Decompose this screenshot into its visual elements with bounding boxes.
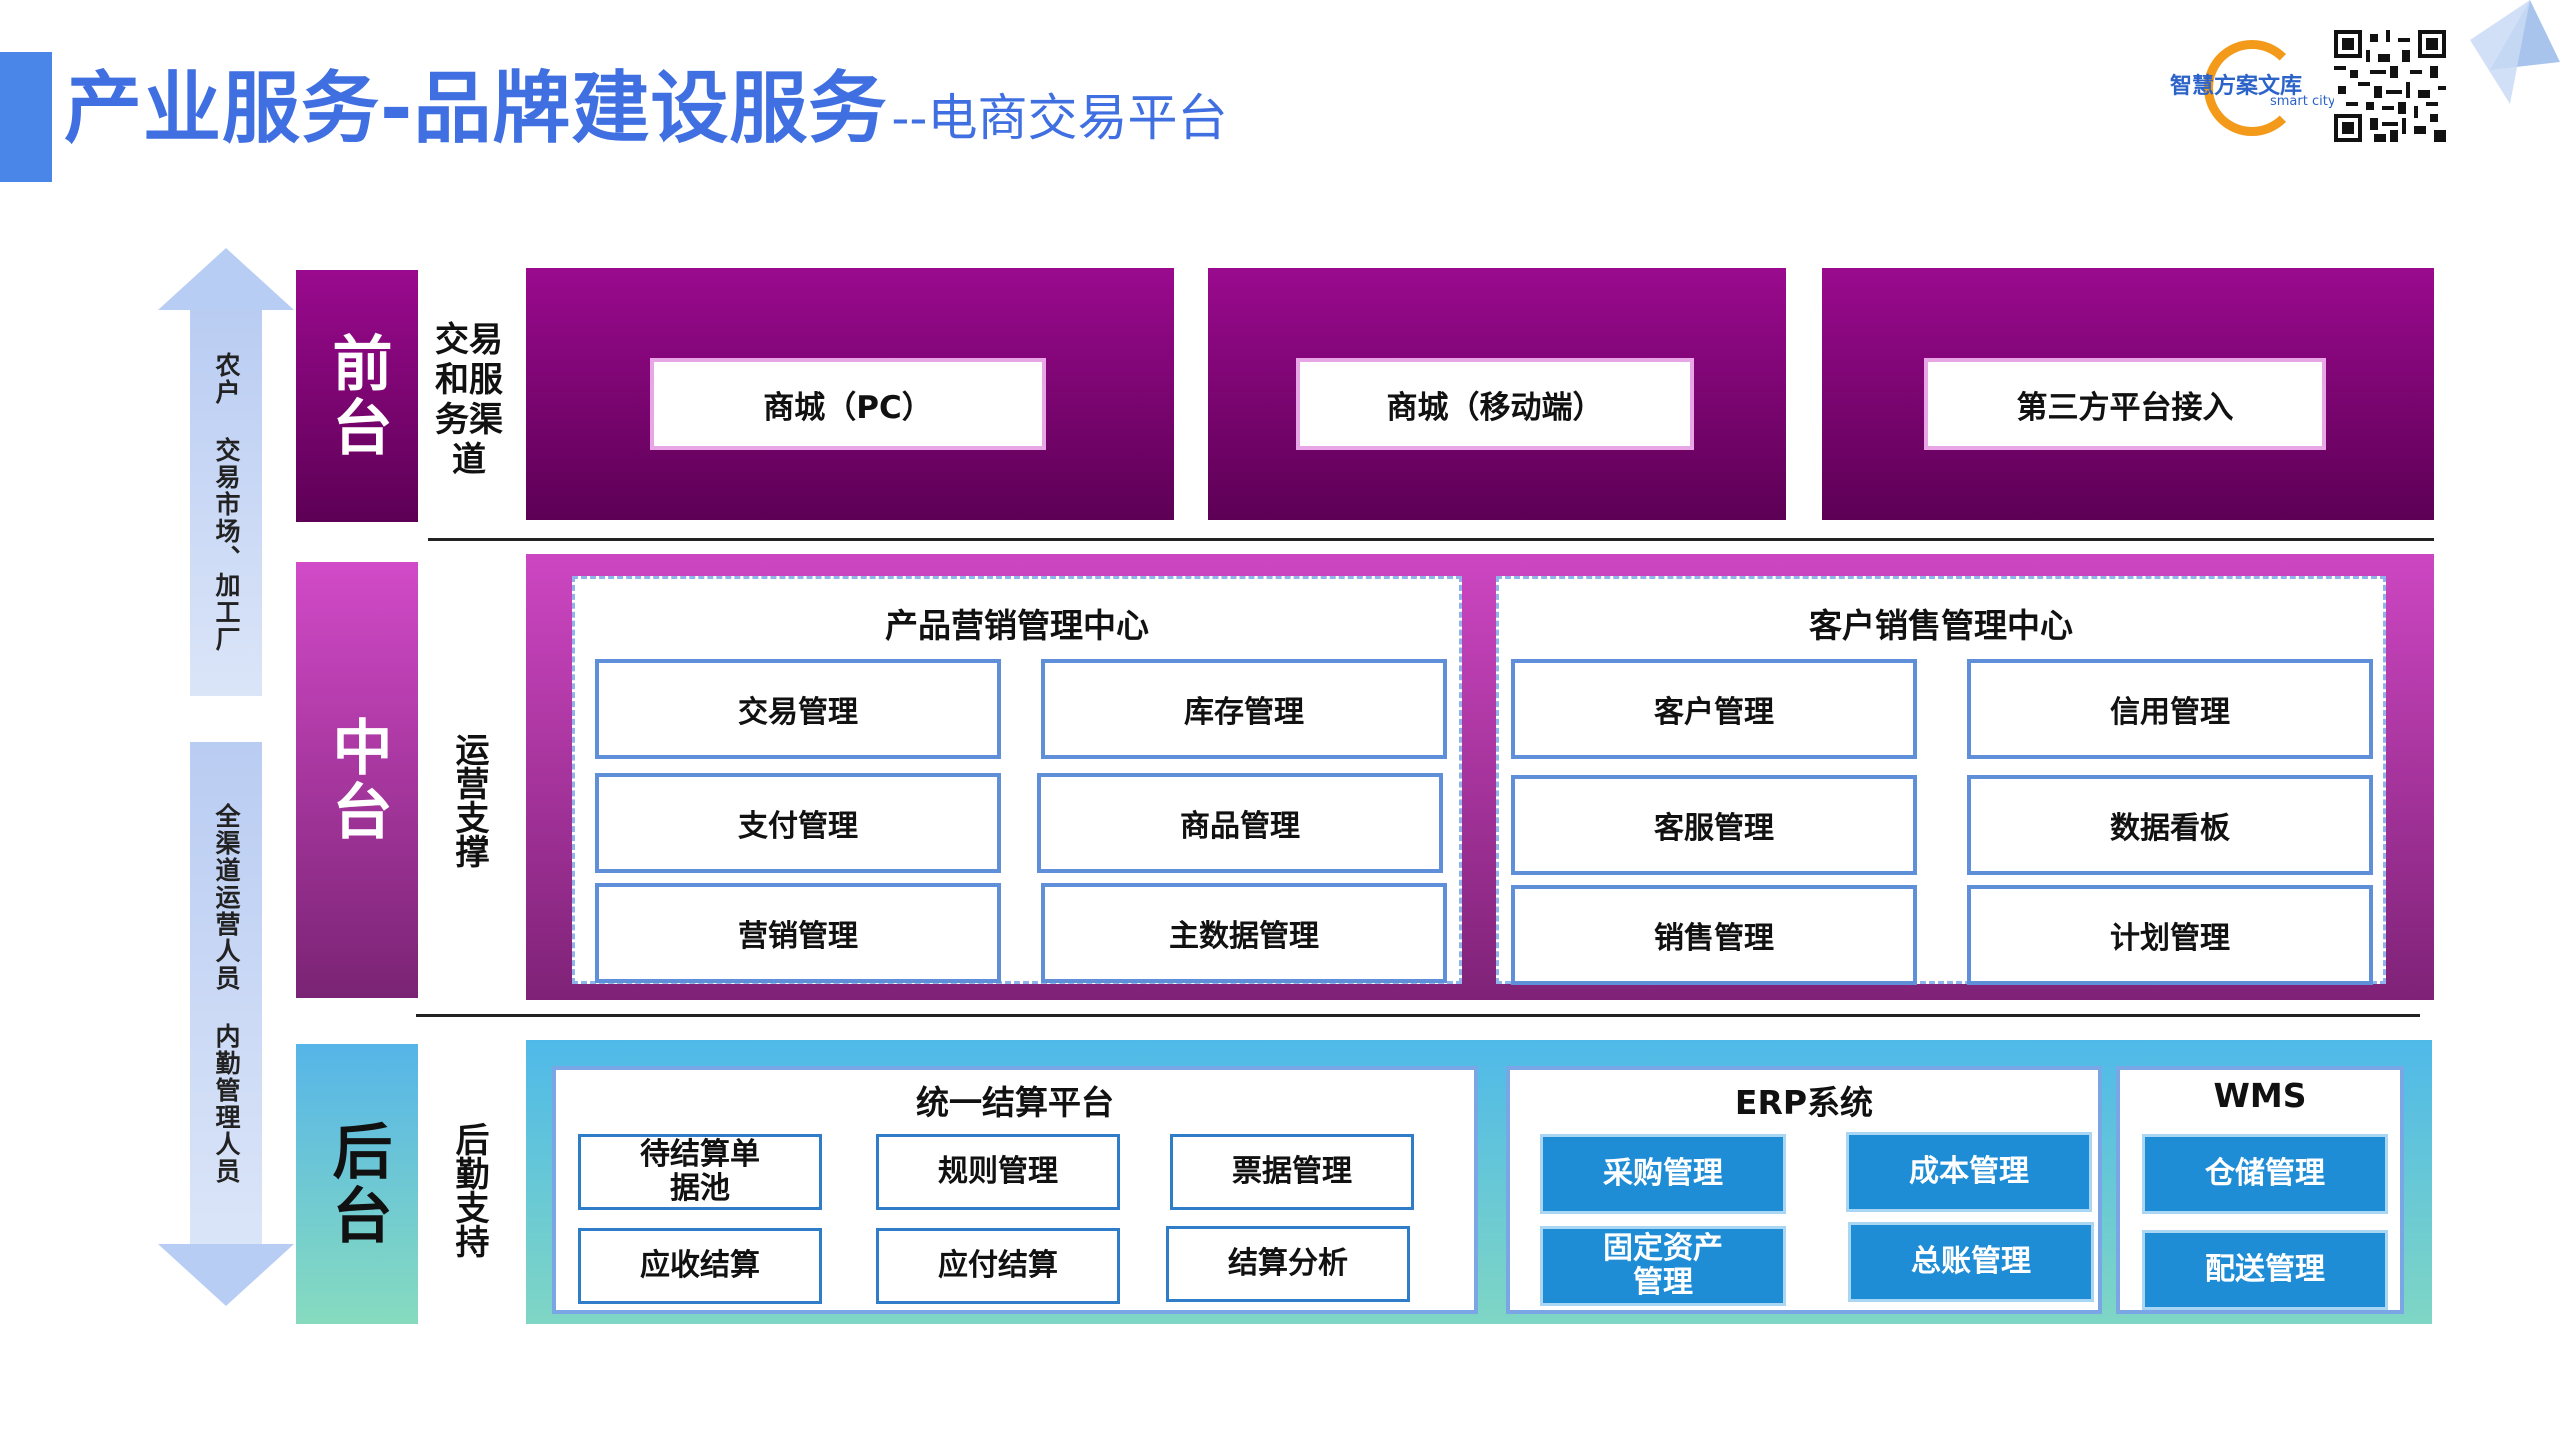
payable-settlement-button[interactable]: 应付结算 bbox=[876, 1228, 1120, 1304]
title-accent-bar bbox=[0, 52, 52, 182]
settlement-title: 统一结算平台 bbox=[916, 1083, 1114, 1122]
plan-management-button[interactable]: 计划管理 bbox=[1967, 885, 2373, 985]
tier-front-label: 前台 bbox=[322, 332, 392, 460]
arrow-up-icon bbox=[158, 248, 294, 310]
pending-settlement-pool-button[interactable]: 待结算单据池 bbox=[578, 1134, 822, 1210]
trade-management-button[interactable]: 交易管理 bbox=[595, 659, 1001, 759]
product-center-title: 产品营销管理中心 bbox=[885, 606, 1149, 645]
tier-front: 前台 bbox=[296, 270, 418, 522]
divider-front-middle bbox=[428, 538, 2434, 541]
credit-management-button[interactable]: 信用管理 bbox=[1967, 659, 2373, 759]
front-panel-mobile: 商城（移动端） bbox=[1208, 268, 1786, 520]
rule-management-button[interactable]: 规则管理 bbox=[876, 1134, 1120, 1210]
sublabel-back: 后勤支持 bbox=[426, 1100, 512, 1280]
tier-back-label: 后台 bbox=[322, 1120, 392, 1248]
side-text-bottom: 全渠道运营人员 内勤管理人员 bbox=[212, 803, 241, 1185]
wms-system: WMS 仓储管理 配送管理 bbox=[2116, 1066, 2404, 1314]
receivable-settlement-button[interactable]: 应收结算 bbox=[578, 1228, 822, 1304]
settlement-analysis-button[interactable]: 结算分析 bbox=[1166, 1226, 1410, 1302]
fixed-asset-management-button[interactable]: 固定资产管理 bbox=[1540, 1226, 1786, 1306]
arrow-down-icon bbox=[158, 1244, 294, 1306]
logo-subtext: smart city bbox=[2270, 94, 2336, 109]
logo-ring-icon bbox=[2204, 40, 2300, 136]
page-title: 产业服务-品牌建设服务 --电商交易平台 bbox=[64, 48, 1227, 158]
customer-center: 客户销售管理中心 客户管理 信用管理 客服管理 数据看板 销售管理 计划管理 bbox=[1496, 576, 2386, 985]
cost-management-button[interactable]: 成本管理 bbox=[1846, 1132, 2092, 1212]
logo-text: 智慧方案文库 bbox=[2170, 74, 2303, 99]
qr-code-icon bbox=[2334, 30, 2446, 142]
sales-management-button[interactable]: 销售管理 bbox=[1511, 885, 1917, 985]
side-text-top: 农户 交易市场、加工厂 bbox=[212, 351, 241, 653]
sublabel-back-text: 后勤支持 bbox=[449, 1122, 489, 1258]
pending-settlement-pool-label: 待结算单据池 bbox=[640, 1137, 760, 1206]
warehouse-management-button[interactable]: 仓储管理 bbox=[2142, 1134, 2388, 1214]
erp-system: ERP系统 采购管理 成本管理 固定资产管理 总账管理 bbox=[1506, 1066, 2102, 1314]
back-panel: 统一结算平台 待结算单据池 规则管理 票据管理 应收结算 应付结算 结算分析 E… bbox=[526, 1040, 2432, 1324]
payment-management-button[interactable]: 支付管理 bbox=[595, 773, 1001, 873]
front-panel-pc: 商城（PC） bbox=[526, 268, 1174, 520]
delivery-management-button[interactable]: 配送管理 bbox=[2142, 1230, 2388, 1310]
general-ledger-button[interactable]: 总账管理 bbox=[1848, 1222, 2094, 1302]
side-arrow-bottom-shaft: 全渠道运营人员 内勤管理人员 bbox=[190, 742, 262, 1246]
customer-management-button[interactable]: 客户管理 bbox=[1511, 659, 1917, 759]
inventory-management-button[interactable]: 库存管理 bbox=[1041, 659, 1447, 759]
tier-middle-label: 中台 bbox=[322, 716, 392, 844]
decor-triangle-icon bbox=[2470, 0, 2560, 104]
middle-panel: 产品营销管理中心 交易管理 库存管理 支付管理 商品管理 营销管理 主数据管理 … bbox=[526, 554, 2434, 1000]
tier-back: 后台 bbox=[296, 1044, 418, 1324]
sublabel-middle-text: 运营支撑 bbox=[449, 732, 489, 868]
mall-mobile-button[interactable]: 商城（移动端） bbox=[1296, 358, 1694, 450]
divider-middle-back bbox=[416, 1014, 2420, 1017]
erp-title: ERP系统 bbox=[1734, 1083, 1874, 1122]
sublabel-front-text: 交易和服务渠道 bbox=[435, 320, 503, 480]
goods-management-button[interactable]: 商品管理 bbox=[1037, 773, 1443, 873]
title-main: 产业服务-品牌建设服务 bbox=[64, 64, 888, 154]
customer-service-button[interactable]: 客服管理 bbox=[1511, 775, 1917, 875]
tier-middle: 中台 bbox=[296, 562, 418, 998]
brand-logo: 智慧方案文库 smart city bbox=[2170, 36, 2336, 142]
mall-pc-button[interactable]: 商城（PC） bbox=[650, 358, 1046, 450]
settlement-platform: 统一结算平台 待结算单据池 规则管理 票据管理 应收结算 应付结算 结算分析 bbox=[552, 1066, 1478, 1314]
marketing-management-button[interactable]: 营销管理 bbox=[595, 883, 1001, 983]
third-party-button[interactable]: 第三方平台接入 bbox=[1924, 358, 2326, 450]
data-dashboard-button[interactable]: 数据看板 bbox=[1967, 775, 2373, 875]
customer-center-title: 客户销售管理中心 bbox=[1809, 606, 2073, 645]
front-panel-thirdparty: 第三方平台接入 bbox=[1822, 268, 2434, 520]
side-arrow-top-shaft: 农户 交易市场、加工厂 bbox=[190, 308, 262, 696]
sublabel-middle: 运营支撑 bbox=[426, 700, 512, 900]
sublabel-front: 交易和服务渠道 bbox=[426, 300, 512, 500]
fixed-asset-management-label: 固定资产管理 bbox=[1603, 1231, 1723, 1300]
product-center: 产品营销管理中心 交易管理 库存管理 支付管理 商品管理 营销管理 主数据管理 bbox=[572, 576, 1462, 984]
title-subtitle: --电商交易平台 bbox=[891, 89, 1228, 147]
master-data-management-button[interactable]: 主数据管理 bbox=[1041, 883, 1447, 983]
purchase-management-button[interactable]: 采购管理 bbox=[1540, 1134, 1786, 1214]
wms-title: WMS bbox=[2213, 1076, 2307, 1115]
invoice-management-button[interactable]: 票据管理 bbox=[1170, 1134, 1414, 1210]
